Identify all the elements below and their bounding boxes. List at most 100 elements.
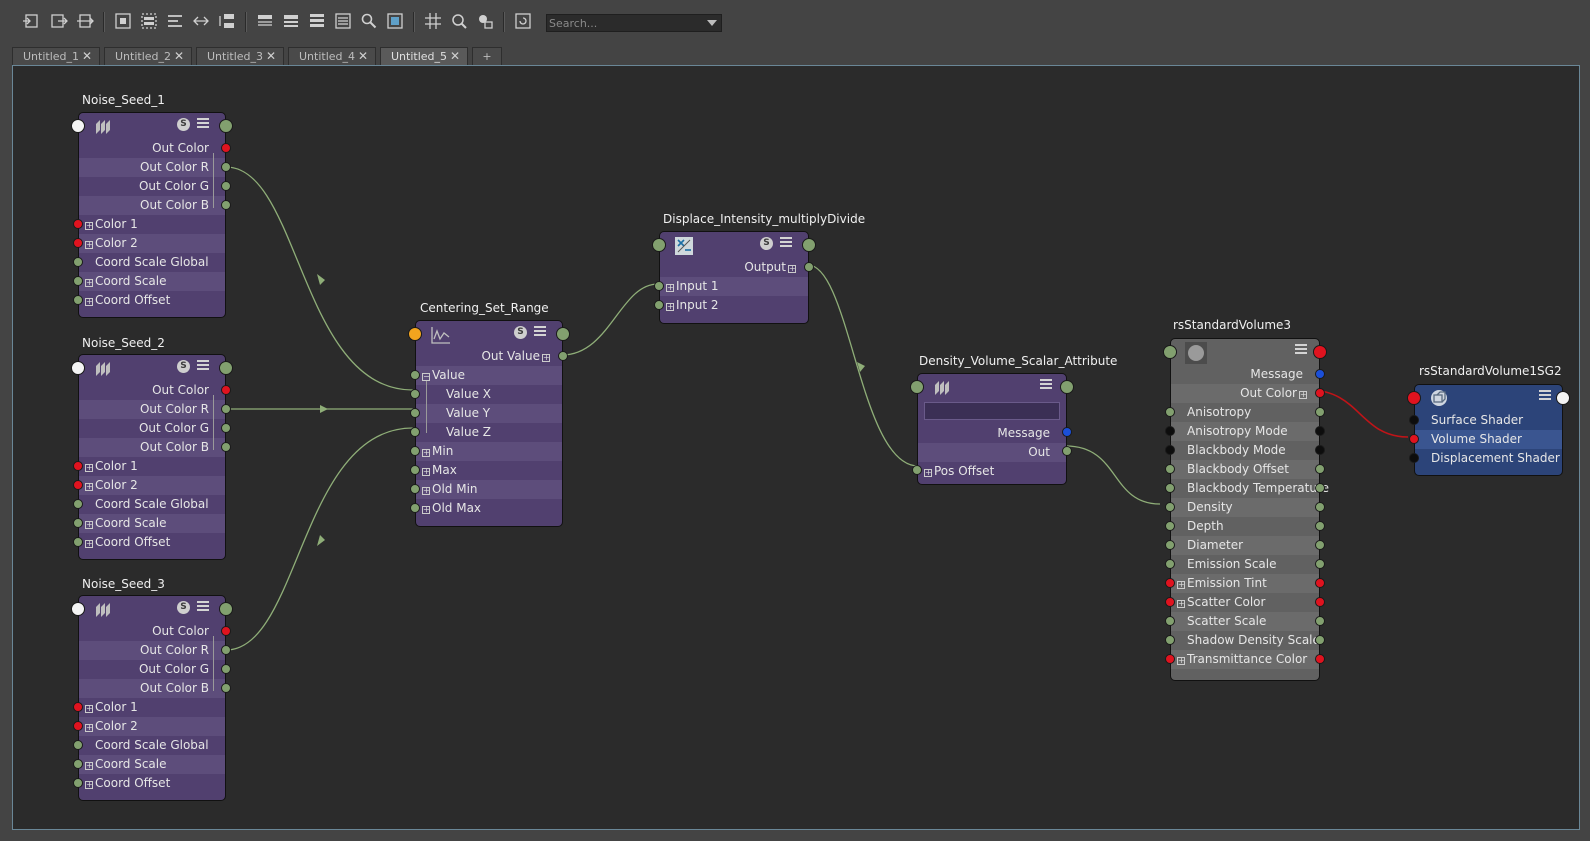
port-input[interactable] [910,380,924,394]
port-shadow-density-scale[interactable] [1165,635,1175,645]
port-coord-offset[interactable] [73,778,83,788]
expand-icon[interactable]: + [85,704,93,713]
expand-icon[interactable]: + [788,264,796,273]
expand-icon[interactable]: + [1177,656,1185,665]
port-input[interactable] [408,327,422,341]
port-color-2[interactable] [73,238,83,248]
expand-icon[interactable]: + [1177,599,1185,608]
port-color-1[interactable] [73,219,83,229]
simple-view-icon[interactable] [256,12,274,30]
port-blackbody-mode-out[interactable] [1315,445,1325,455]
port-anisotropy-mode-out[interactable] [1315,426,1325,436]
output-connections-icon[interactable] [50,12,68,30]
node-rs-standard-volume-1-sg-2[interactable]: Surface Shader Volume Shader Displacemen… [1414,384,1563,476]
port-output[interactable] [219,602,233,616]
port-volume-shader[interactable] [1409,434,1419,444]
port-diameter[interactable] [1165,540,1175,550]
refresh-icon[interactable] [514,12,532,30]
port-old-max[interactable] [410,503,420,513]
close-icon[interactable]: ✕ [449,49,460,63]
attribute-view-icon[interactable] [1040,379,1052,391]
node-density-volume-scalar-attribute[interactable]: Message Out +Pos Offset [917,373,1067,485]
find-icon[interactable] [360,12,378,30]
close-icon[interactable]: ✕ [81,49,92,63]
connected-view-icon[interactable] [282,12,300,30]
port-out-color[interactable] [221,385,231,395]
port-displacement-shader[interactable] [1409,453,1419,463]
attribute-view-icon[interactable] [1295,344,1307,356]
snap-icon[interactable] [450,12,468,30]
port-input-1[interactable] [654,281,664,291]
expand-icon[interactable]: + [85,539,93,548]
port-output[interactable] [802,238,816,252]
expand-icon[interactable]: + [85,297,93,306]
port-out-color-b[interactable] [221,442,231,452]
pin-icon[interactable] [476,12,494,30]
collapse-icon[interactable]: − [422,372,430,381]
io-connections-icon[interactable] [76,12,94,30]
port-out-color[interactable] [221,626,231,636]
tab-untitled-2[interactable]: Untitled_2✕ [104,47,192,65]
port-input[interactable] [71,119,85,133]
port-out-color-g[interactable] [221,181,231,191]
port-depth[interactable] [1165,521,1175,531]
port-old-min[interactable] [410,484,420,494]
port-coord-offset[interactable] [73,537,83,547]
expand-icon[interactable]: + [1299,390,1307,399]
expand-icon[interactable]: + [1177,580,1185,589]
tab-untitled-4[interactable]: Untitled_4✕ [288,47,376,65]
align-icon[interactable] [192,12,210,30]
chevron-down-icon[interactable] [707,20,717,26]
port-diameter-out[interactable] [1315,540,1325,550]
port-blackbody-temperature[interactable] [1165,483,1175,493]
node-displace-intensity-multiply-divide[interactable]: S Output+ +Input 1 +Input 2 [659,231,809,324]
expand-icon[interactable]: + [85,278,93,287]
port-surface-shader[interactable] [1409,415,1419,425]
rearrange-icon[interactable] [218,12,236,30]
add-tab-button[interactable]: + [472,47,502,65]
custom-view-icon[interactable] [334,12,352,30]
port-out-color-g[interactable] [221,423,231,433]
port-output[interactable] [1313,345,1327,359]
node-centering-set-range[interactable]: S Out Value+ −Value Value X Value Y Valu… [415,320,563,527]
close-icon[interactable]: ✕ [265,49,276,63]
port-pos-offset[interactable] [912,465,922,475]
frame-selection-icon[interactable] [140,12,158,30]
port-color-1[interactable] [73,702,83,712]
port-message[interactable] [1315,369,1325,379]
attribute-view-icon[interactable] [534,326,546,338]
port-scatter-scale[interactable] [1165,616,1175,626]
expand-icon[interactable]: + [85,463,93,472]
port-anisotropy-mode[interactable] [1165,426,1175,436]
port-output-attr[interactable] [804,262,814,272]
attribute-view-icon[interactable] [197,601,209,613]
node-noise-seed-3[interactable]: S Out Color Out Color R Out Color G Out … [78,595,226,801]
port-scatter-scale-out[interactable] [1315,616,1325,626]
port-message[interactable] [1062,427,1072,437]
port-transmittance-color-out[interactable] [1315,654,1325,664]
port-anisotropy-out[interactable] [1315,407,1325,417]
port-color-1[interactable] [73,461,83,471]
port-input-2[interactable] [654,300,664,310]
port-value[interactable] [410,370,420,380]
port-output[interactable] [1060,380,1074,394]
expand-icon[interactable]: + [666,283,674,292]
port-blackbody-temperature-out[interactable] [1315,483,1325,493]
port-coord-scale-global[interactable] [73,499,83,509]
port-coord-scale-global[interactable] [73,257,83,267]
port-output[interactable] [556,327,570,341]
attribute-view-icon[interactable] [197,360,209,372]
port-emission-tint-out[interactable] [1315,578,1325,588]
attribute-view-icon[interactable] [197,118,209,130]
expand-icon[interactable]: + [422,448,430,457]
attribute-view-icon[interactable] [1539,390,1551,402]
port-value-x[interactable] [410,389,420,399]
port-value-y[interactable] [410,408,420,418]
expand-icon[interactable]: + [85,221,93,230]
expand-icon[interactable]: + [924,468,932,477]
expand-icon[interactable]: + [85,761,93,770]
input-connections-icon[interactable] [22,12,40,30]
port-coord-scale[interactable] [73,518,83,528]
swatch-badge-icon[interactable]: S [177,118,190,131]
port-coord-scale-global[interactable] [73,740,83,750]
